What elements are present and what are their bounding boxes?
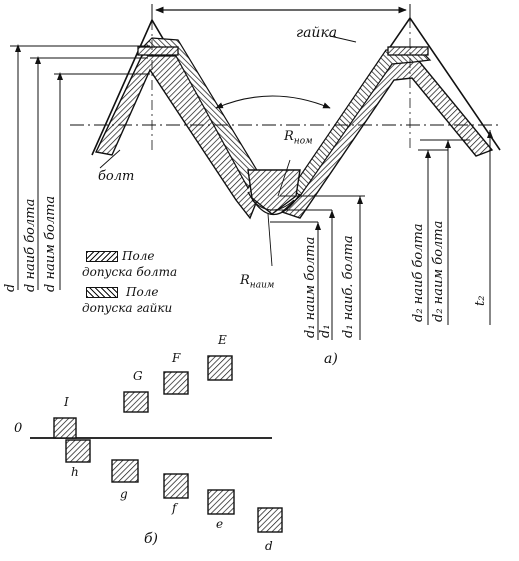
thread-root-region [247, 169, 301, 215]
tolerance-fields [30, 355, 283, 533]
left-dim-d: d [3, 283, 18, 292]
right-dim-t2: t₂ [473, 295, 488, 306]
bolt-tolerance-band-right [280, 59, 494, 219]
tolerance-field-above-E [207, 355, 233, 381]
bolt-label: болт [98, 169, 135, 184]
figure-a-label: а) [324, 351, 338, 367]
tolerance-field-below-e [207, 489, 235, 515]
right-dim-d1-min: d₁ наим болта [303, 236, 318, 338]
thread-angle-arc [215, 95, 331, 109]
field-label-above: I [64, 395, 69, 409]
r-minimum-sub: наим [249, 280, 275, 291]
bolt-tolerance-band-left [94, 46, 263, 220]
tolerance-field-below-h [65, 439, 91, 463]
tolerance-field-above-G [123, 391, 149, 413]
field-label-above: G [133, 369, 143, 383]
field-label-above: F [172, 351, 181, 365]
field-label-below: h [71, 465, 79, 479]
legend-nut-line1: Поле [126, 285, 159, 299]
legend-bolt-line1: Поле [122, 249, 155, 263]
tolerance-field-above-F [163, 371, 189, 395]
right-dim-d1-max: d₁ наиб. болта [341, 235, 356, 338]
tolerance-field-below-d [257, 507, 283, 533]
r-nominal-sub: ном [293, 136, 313, 147]
right-dim-d2-min: d₂ наим болта [431, 220, 446, 322]
legend-nut-swatch [86, 287, 118, 298]
legend-bolt-swatch [86, 251, 118, 262]
field-label-below: d [265, 539, 273, 553]
crest-block-left [137, 46, 179, 56]
zero-line-label: 0 [14, 421, 23, 436]
field-label-below: f [172, 501, 177, 515]
right-dim-d2-max: d₂ наиб болта [411, 223, 426, 322]
tolerance-field-above-I [53, 417, 77, 439]
field-label-above: E [218, 333, 227, 347]
field-label-below: e [216, 517, 224, 531]
crest-block-right [387, 46, 429, 56]
left-dim-d-max: d наиб болта [23, 198, 38, 292]
thread-profile [10, 4, 501, 340]
field-label-below: g [120, 487, 128, 501]
right-dim-d1: d₁ [318, 324, 333, 338]
r-nominal-label: Rном [284, 129, 313, 147]
legend-nut-line2: допуска гайки [82, 301, 173, 315]
figure-b-label: б) [144, 531, 159, 547]
tolerance-field-below-f [163, 473, 189, 499]
root-arc-nominal [247, 191, 301, 216]
tolerance-field-below-g [111, 459, 139, 483]
left-dim-d-min: d наим болта [43, 195, 58, 292]
legend-bolt-line2: допуска болта [82, 265, 178, 279]
r-minimum-label: Rнаим [240, 273, 275, 291]
nut-label: гайка [296, 25, 338, 41]
